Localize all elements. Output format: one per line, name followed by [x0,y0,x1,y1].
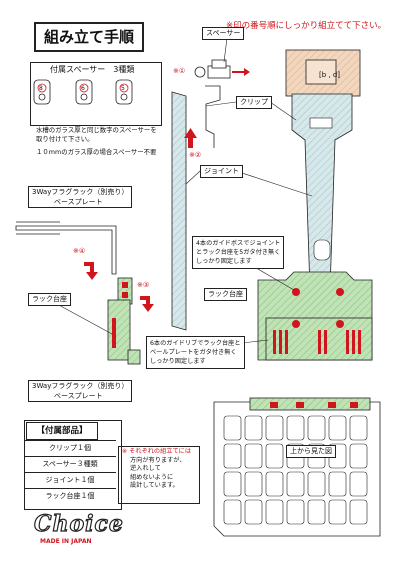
label-flag-rack-bottom: 3Wayフラグラック（別売り） ベースプレート [28,380,133,402]
grid-cell [286,499,305,525]
label-flag-rack-top: 3Wayフラグラック（別売り） ベースプレート [28,186,133,208]
guide-boss-line3: しっかり固定します [196,258,252,265]
grid-cell [307,415,326,441]
rack-base-part [257,271,373,361]
spacer-panel-title: 付属スペーサー 3種類 [50,65,135,74]
direction-warning: ※ それぞれの組立てには 方向が有りますが、 逆入れして 組めないように 設計し… [118,446,200,504]
label-spacer: スペーサー [202,27,245,40]
step4-arrow [84,262,98,280]
guide-rib-line3: しっかり固定します [150,358,206,365]
grid-cell [349,443,368,469]
flag-rack-bottom-line2: ベースプレート [54,392,103,400]
grid-cell [223,415,242,441]
guide-rib-instruction: 6本のガイドリブでラック台座と ベールプレートをガタ付き無く しっかり固定します [146,336,245,369]
rack-top-view [213,397,381,537]
grid-cell [223,471,242,497]
guide-rib-line1: 6本のガイドリブでラック台座と [150,340,241,347]
caution-note: ※印の番号順にしっかり組立てて下さい。 [226,21,387,31]
guide-boss-line2: とラック台座を5ガタ付き無く [196,249,281,256]
rack-base-side-view [107,277,141,365]
guide-rib-line2: ベールプレートをガタ付き無く [150,349,237,356]
guide-boss-line1: 4本のガイドボスでジョイント [196,240,281,247]
joint-part [291,93,353,291]
flag-rack-top-line2: ベースプレート [54,198,103,206]
made-in-japan: MADE IN JAPAN [40,538,92,545]
spacer-note-line3: １０mmのガラス厚の場合スペーサー不要 [36,148,157,156]
clip-marks: [b , d] [319,71,341,79]
grid-cell [307,471,326,497]
grid-cell [328,499,347,525]
warning-line1: ※ それぞれの組立てには [122,448,192,455]
spacer-icons [33,79,133,105]
spacer-info-panel [30,62,162,126]
grid-cell [244,499,263,525]
spacer-note-line1: 水槽のガラス厚と同じ数字のスペーサーを [36,126,157,134]
grid-cell [265,443,284,469]
grid-cell [244,471,263,497]
grid-cell [328,415,347,441]
label-joint: ジョイント [200,165,243,178]
grid-cell [265,471,284,497]
spacer-note-line2: 取り付けて下さい。 [36,135,94,143]
grid-cell [223,443,242,469]
grid-cell [286,415,305,441]
spacer-number-8: 8 [39,85,43,92]
grid-cell [349,415,368,441]
label-rack-base-left: ラック台座 [28,293,71,306]
warning-line4: 組めないように [130,473,174,481]
step2-arrow [184,128,197,148]
grid-cell [349,499,368,525]
flag-rack-top-line1: 3Wayフラグラック（別売り） [32,188,129,196]
grid-cell [349,471,368,497]
step1-marker: ※① [173,67,186,75]
tank-glass-plate [171,91,187,331]
step3-arrow [140,296,154,312]
grid-cell [244,415,263,441]
step2-marker: ※② [189,151,202,159]
spacer-assembly [194,59,250,148]
label-top-view: 上から見た図 [286,445,336,458]
warning-line2: 方向が有りますが、 [130,456,186,464]
grid-cell [307,499,326,525]
step3-marker: ※③ [137,281,150,289]
page-title: 組み立て手順 [34,22,144,52]
grid-cell [223,499,242,525]
part-item-spacer: スペーサー３種類 [24,456,116,471]
part-item-rack-base: ラック台座１個 [24,488,116,503]
clip-part [285,49,361,97]
parts-list [24,420,122,510]
warning-line5: 設計しています。 [130,482,179,489]
label-rack-base-right: ラック台座 [204,288,247,301]
flag-rack-side-view [15,221,117,275]
part-item-clip: クリップ１個 [24,440,116,455]
step4-marker: ※④ [73,247,86,255]
brand-logo: Choice [33,510,124,537]
grid-cell [328,471,347,497]
spacer-number-6: 6 [81,85,85,92]
warning-line3: 逆入れして [130,465,161,472]
grid-cell [286,471,305,497]
part-item-joint: ジョイント１個 [24,472,116,487]
grid-cell [265,415,284,441]
guide-boss-instruction: 4本のガイドボスでジョイント とラック台座を5ガタ付き無く しっかり固定します [192,236,285,269]
grid-cell [265,499,284,525]
grid-cell [244,443,263,469]
parts-heading: 【付属部品】 [26,422,98,440]
spacer-number-5: 5 [121,85,125,92]
flag-rack-bottom-line1: 3Wayフラグラック（別売り） [32,382,129,390]
label-clip: クリップ [236,96,272,109]
